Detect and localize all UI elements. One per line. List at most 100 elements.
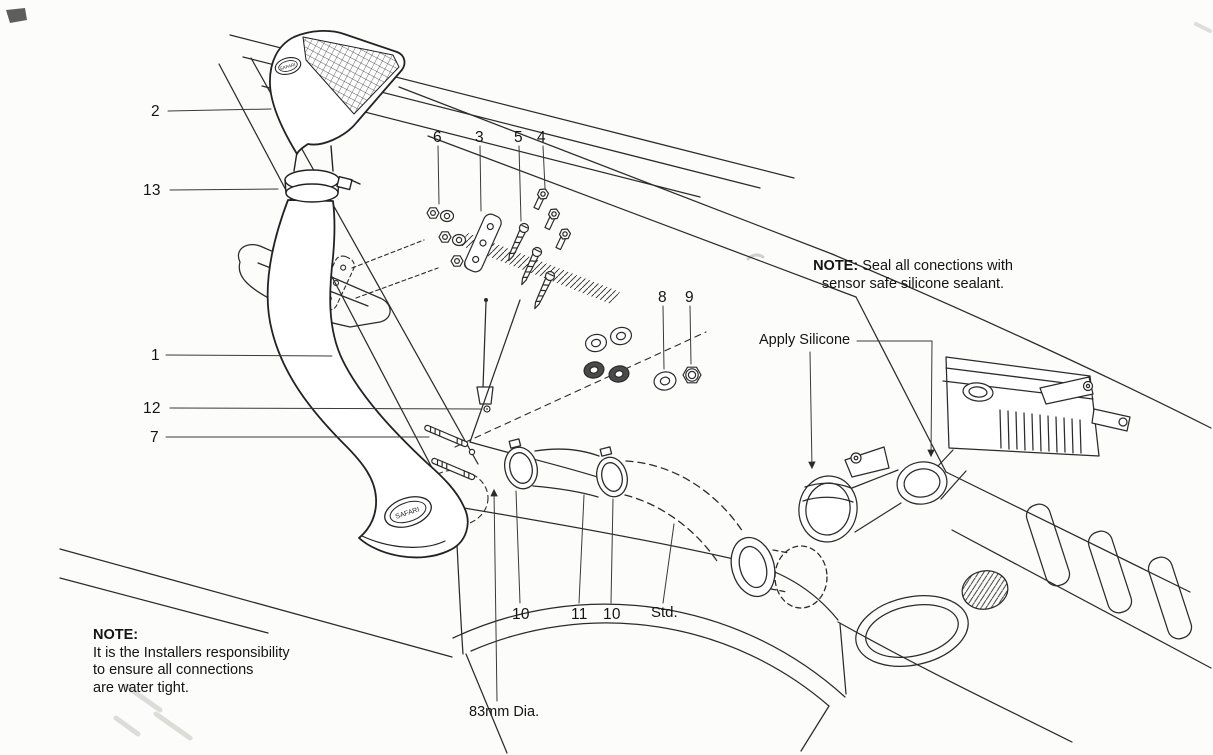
leader-part-10-right [610,498,614,604]
leader-part-11 [578,494,585,604]
snout-connect-lines [937,449,967,500]
leader-part-10-left [515,490,521,604]
leader-part-9 [689,305,692,365]
snorkel-body [266,199,469,559]
hardware-parts [424,188,702,481]
intake-hose-assembly [504,438,828,609]
rocker-line-2 [59,577,269,634]
neck-lines [293,145,334,172]
front-corner-line [855,296,947,473]
antenna-whip [482,301,487,389]
callout-10-left: 10 [512,606,530,623]
installer-note-line2: to ensure all connections [93,662,254,678]
callout-2: 2 [151,103,160,120]
callout-6: 6 [433,129,442,146]
apply-silicone-label: Apply Silicone [759,332,851,348]
rocker-line [59,548,453,658]
leader-part-6 [437,145,440,205]
leader-lines [165,108,935,702]
seal-note-line2: sensor safe silicone sealant. [821,275,1005,292]
grille-bottom-line [951,529,1212,669]
callout-5: 5 [514,129,523,146]
mount-arm-bolt-center [853,455,859,461]
wheel-arch-outer [452,603,846,698]
hood-front-line [831,253,1212,429]
panel-hole-12-center [486,408,488,410]
hose-end-left [509,452,533,484]
leader-83mm [490,488,498,702]
leader-part-5 [518,145,522,222]
neck-clamp [284,145,361,203]
headlight-outer [855,595,969,667]
hose-flange-inner [738,545,768,589]
hidden-hose-bottom [624,494,720,565]
seal-note: NOTE: Seal all conections with sensor sa… [797,258,1029,293]
vehicle-outline [59,34,1212,754]
callout-10-right: 10 [603,606,621,623]
clamp-screw [350,179,361,185]
leader-part-1 [165,354,333,357]
air-ram-mesh [302,36,400,115]
callout-1: 1 [151,347,160,364]
installer-note-prefix: NOTE: [93,627,139,643]
fender-top-line [451,505,839,621]
std-label: Std. [651,604,678,621]
leader-part-8 [662,305,665,370]
nut-9 [682,366,702,384]
mounting-plate [464,213,502,273]
apply-silicone-arrow-right [927,340,935,458]
safari-badge-body [384,496,432,528]
a-pillar-outer [218,63,453,507]
arch-rear-edge [800,705,830,752]
hose-clamp-left [504,446,538,490]
template-hole [340,264,347,271]
arch-front-edge [465,653,508,754]
callout-11: 11 [571,606,588,623]
template-hole [332,279,340,287]
bumper-corner-line [839,623,847,695]
airbox-mount-arm [844,446,890,478]
fastener-alignment-line [454,331,707,448]
intake-elbow [798,475,858,543]
inner-panel-edge [469,299,521,443]
callout-4: 4 [537,129,546,146]
fender-hole-dashed [774,545,828,609]
hose-clamp-right-screw [599,446,613,457]
airbox-snout-inner [903,468,941,498]
mount-arm-bolt [850,452,862,464]
hose-flange [730,536,776,598]
callout-13: 13 [143,182,161,199]
airbox-body [945,356,1100,457]
leader-part-12 [169,407,483,410]
bolt-set-4 [533,188,572,251]
wheel-arch-inner [470,622,830,707]
leader-part-2 [167,108,272,112]
clamp-screw-housing [336,175,353,191]
leader-part-13 [169,188,279,191]
clamp-band-bottom [285,183,339,203]
grille-slot [1087,530,1133,614]
airbox-assembly [798,356,1131,543]
cowl-vent-hatch [459,233,620,304]
hidden-hose-top [625,460,744,533]
installer-note-line1: It is the Installers responsibility [93,644,290,661]
headlight-inner [865,604,959,658]
screw-set-5 [508,222,556,310]
seal-note-line1: Seal all conections with [862,258,1013,274]
airbox-pleats [999,409,1082,454]
leader-std [662,523,675,604]
apply-silicone-arrow-left [808,351,816,470]
callout-9: 9 [685,289,694,306]
bell-skirt-line [361,535,446,548]
hose-clamp-left-screw [508,438,522,449]
airbox-bracket-bolt [1082,380,1094,392]
template-alignment-lines [351,239,439,299]
hose-body [532,448,600,498]
installer-note: NOTE: It is the Installers responsibilit… [93,627,290,697]
callout-12: 12 [143,400,161,417]
cowl-line [427,135,857,298]
mirror-arm [237,244,391,328]
stud-set-7 [424,424,476,481]
leader-part-4 [542,145,546,189]
